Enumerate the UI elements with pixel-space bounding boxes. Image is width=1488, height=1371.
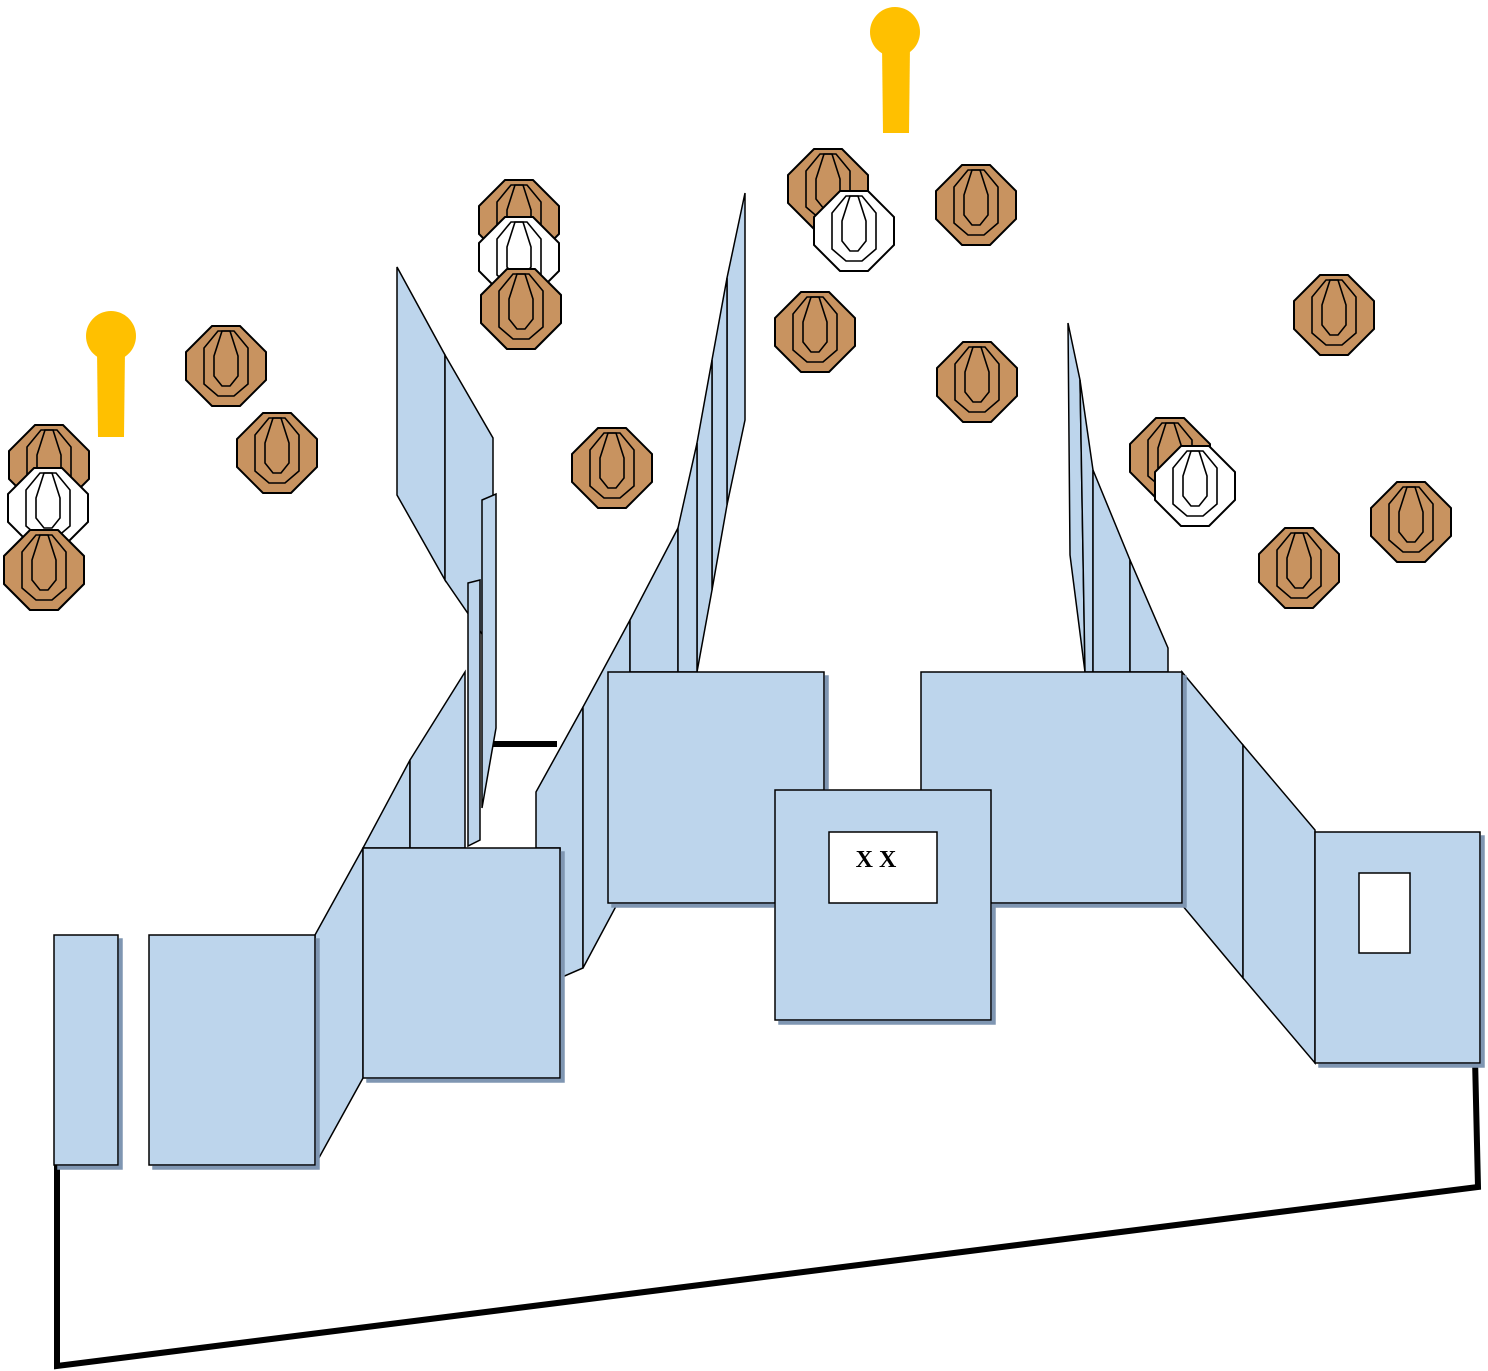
wall-far-left-narrow bbox=[53, 934, 119, 1166]
fault-line bbox=[54, 1057, 1482, 1370]
paper-target-icon bbox=[1370, 481, 1452, 563]
paper-target-icon bbox=[3, 529, 85, 611]
paper-target-icon bbox=[1258, 527, 1340, 609]
paper-target-icon bbox=[774, 291, 856, 373]
paper-target-icon bbox=[935, 164, 1017, 246]
fault-box-label: X X bbox=[856, 847, 897, 873]
steel-popper-icon bbox=[870, 7, 920, 57]
paper-target-icon bbox=[1293, 274, 1375, 356]
back-walls bbox=[396, 192, 1169, 848]
wall-left-center bbox=[362, 847, 561, 1079]
paper-target-icon bbox=[236, 412, 318, 494]
popper-left bbox=[86, 311, 136, 437]
paper-target-icon bbox=[185, 325, 267, 407]
popper-top bbox=[870, 7, 920, 133]
paper-target-icon bbox=[571, 427, 653, 509]
wall-port bbox=[1358, 872, 1411, 954]
wall-left bbox=[148, 934, 316, 1166]
wall-center-front bbox=[774, 789, 992, 1021]
front-walls bbox=[53, 671, 1481, 1166]
fault-box: X X bbox=[828, 831, 938, 904]
paper-target-icon bbox=[936, 341, 1018, 423]
steel-popper-icon bbox=[86, 311, 136, 361]
